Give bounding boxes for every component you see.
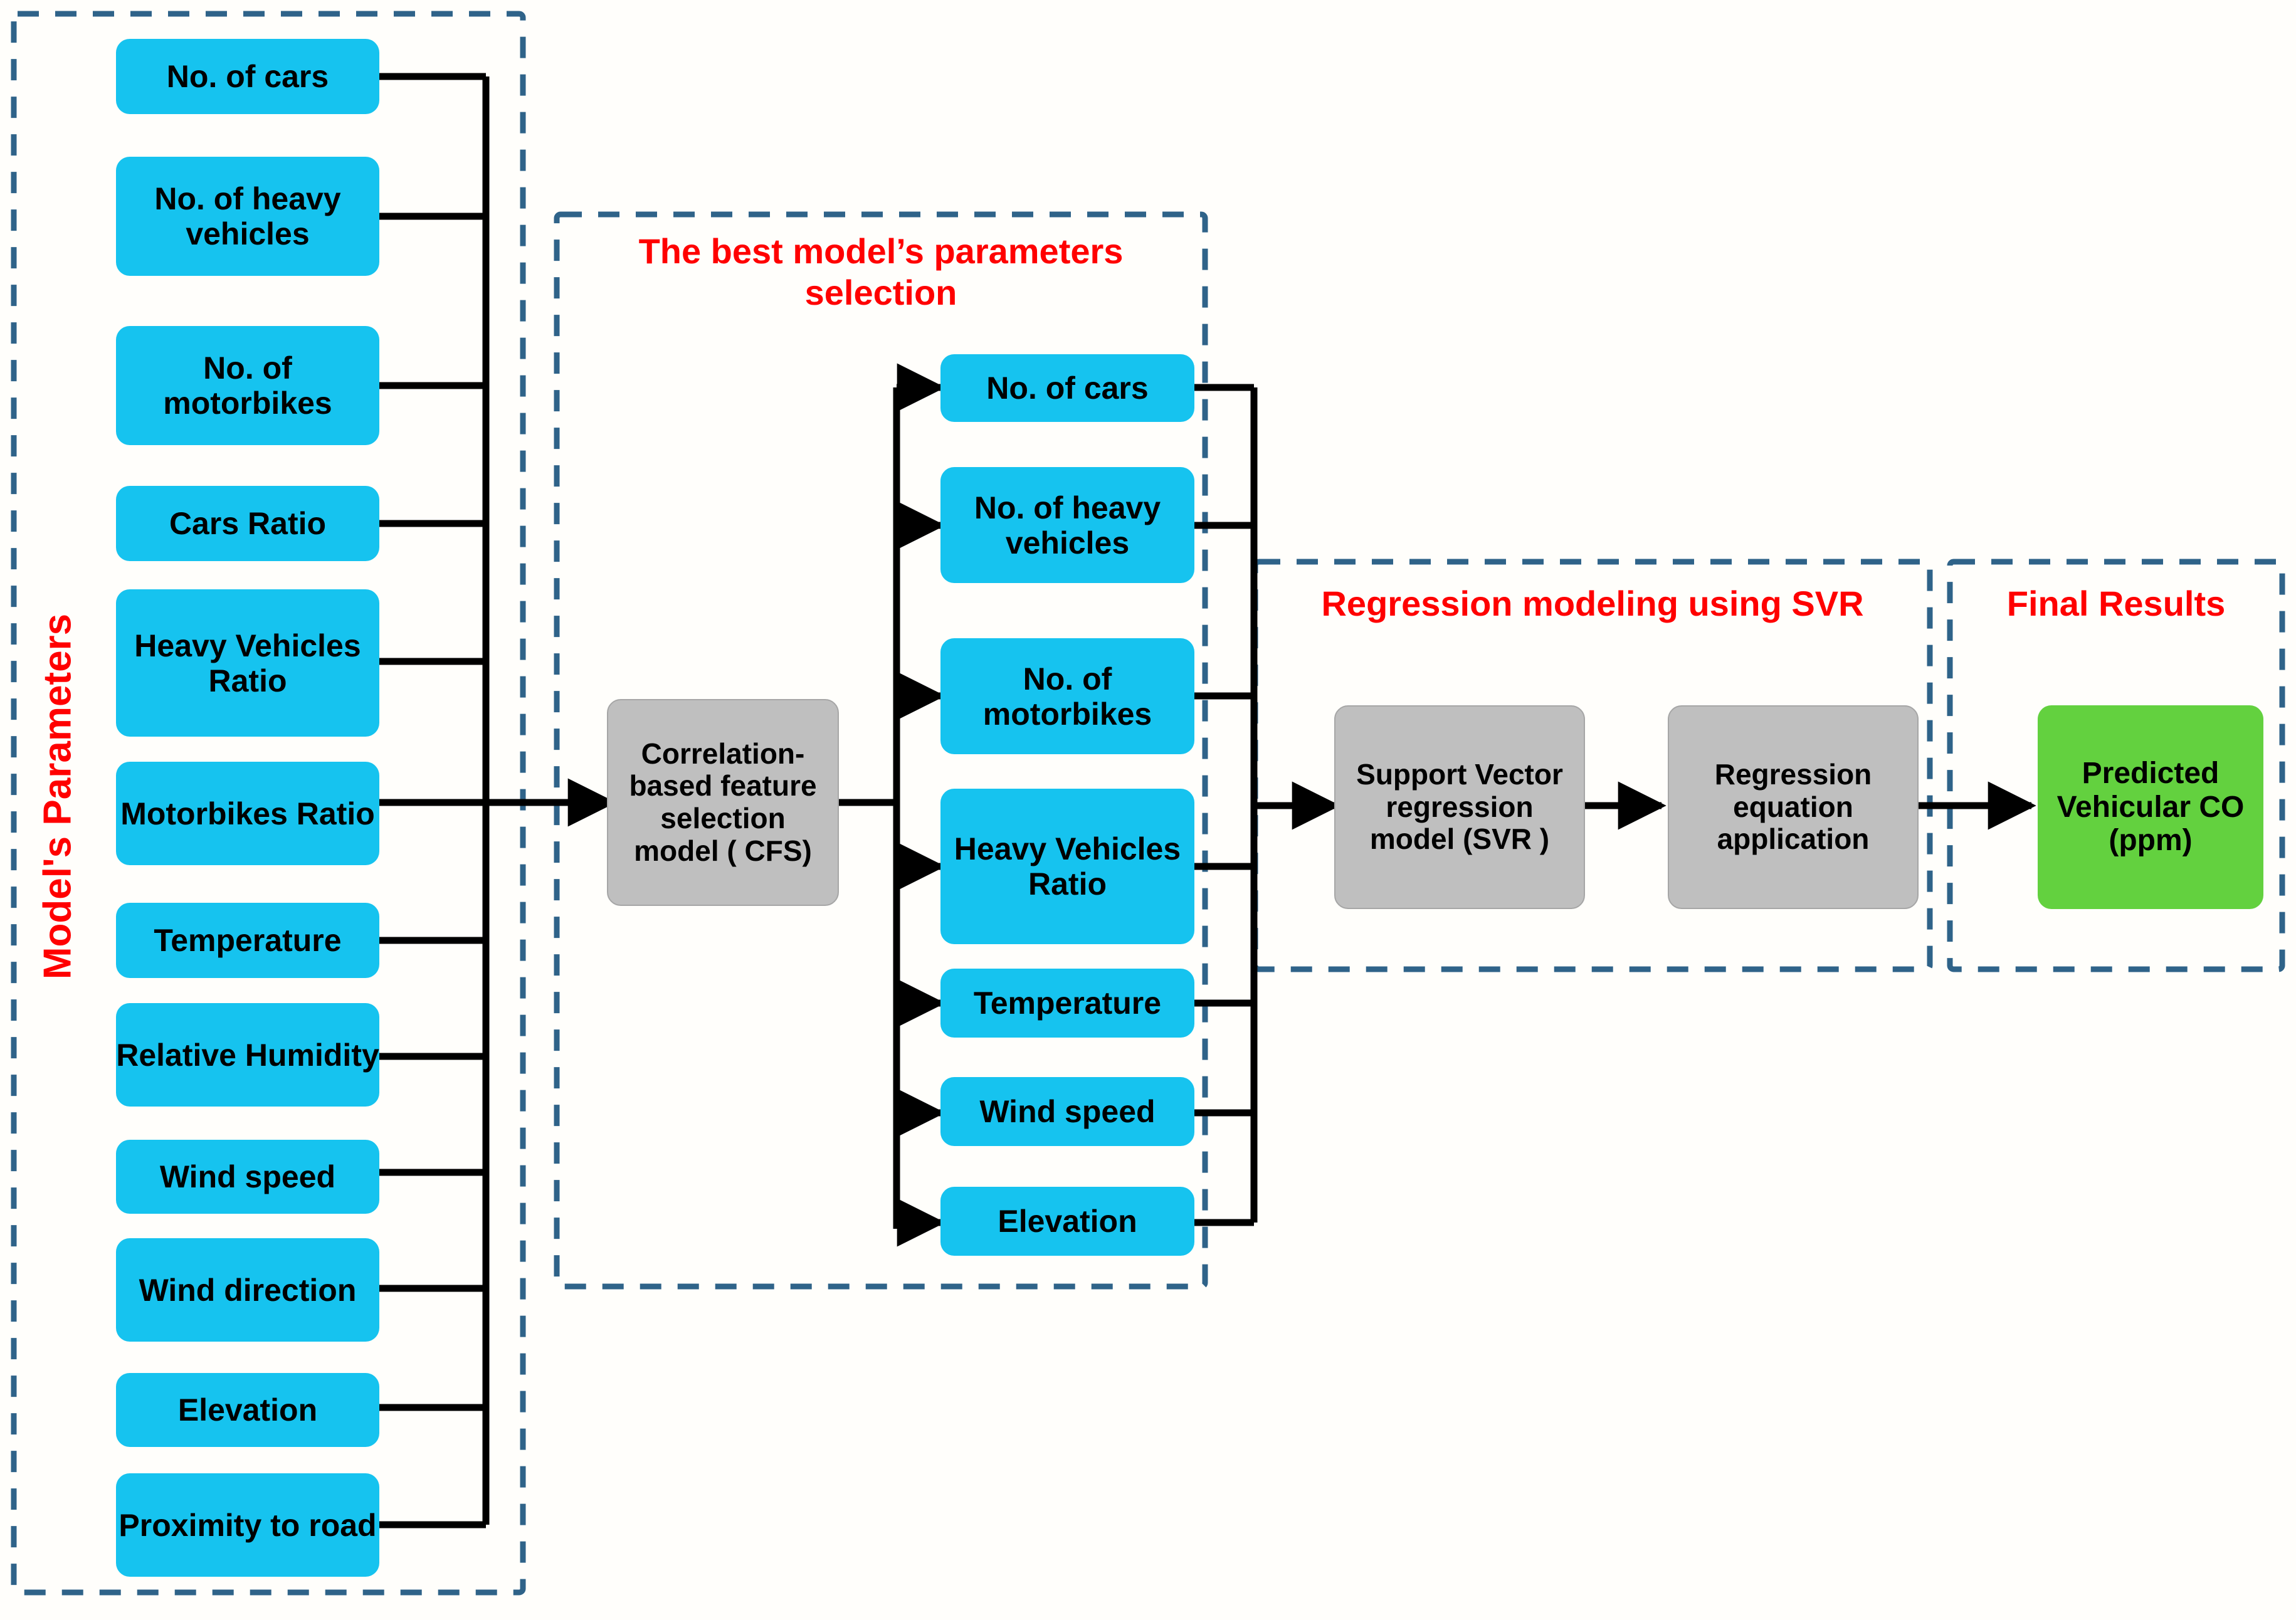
param-box-no-of-heavy-vehicles[interactable]: No. of heavy vehicles (116, 157, 379, 276)
svr-model-box[interactable]: Support Vector regression model (SVR ) (1334, 705, 1585, 909)
left-group-vertical-label: Model's Parameters (36, 613, 80, 980)
regression-equation-box[interactable]: Regression equation application (1668, 705, 1919, 909)
predicted-vehicular-co-box[interactable]: Predicted Vehicular CO (ppm) (2038, 705, 2263, 909)
param-box-wind-speed[interactable]: Wind speed (116, 1140, 379, 1214)
middle-output-bus (1194, 384, 1258, 1226)
param-box-no-of-cars[interactable]: No. of cars (116, 39, 379, 114)
param-box-elevation[interactable]: Elevation (116, 1373, 379, 1447)
final-group-title: Final Results (2006, 584, 2226, 623)
selected-box-elevation[interactable]: Elevation (940, 1187, 1194, 1256)
svr-group-title: Regression modeling using SVR (1321, 584, 1864, 623)
selected-box-no-of-heavy-vehicles[interactable]: No. of heavy vehicles (940, 467, 1194, 583)
selected-box-heavy-vehicles-ratio[interactable]: Heavy Vehicles Ratio (940, 789, 1194, 944)
param-box-no-of-motorbikes[interactable]: No. of motorbikes (116, 326, 379, 445)
middle-group-title: The best model’s parameters selection (638, 231, 1124, 313)
selected-box-temperature[interactable]: Temperature (940, 969, 1194, 1038)
selected-box-no-of-cars[interactable]: No. of cars (940, 354, 1194, 422)
param-box-proximity-to-road[interactable]: Proximity to road (116, 1473, 379, 1577)
cfs-model-box[interactable]: Correlation-based feature selection mode… (607, 699, 839, 906)
param-box-cars-ratio[interactable]: Cars Ratio (116, 486, 379, 561)
middle-input-arrows (897, 363, 945, 1247)
param-box-motorbikes-ratio[interactable]: Motorbikes Ratio (116, 762, 379, 865)
param-box-temperature[interactable]: Temperature (116, 903, 379, 978)
param-box-wind-direction[interactable]: Wind direction (116, 1238, 379, 1342)
selected-box-wind-speed[interactable]: Wind speed (940, 1077, 1194, 1146)
selected-box-no-of-motorbikes[interactable]: No. of motorbikes (940, 638, 1194, 754)
param-box-relative-humidity[interactable]: Relative Humidity (116, 1003, 379, 1107)
left-bus-connectors (379, 73, 490, 1528)
param-box-heavy-vehicles-ratio[interactable]: Heavy Vehicles Ratio (116, 589, 379, 737)
cfs-to-middle-bus (839, 387, 900, 1229)
